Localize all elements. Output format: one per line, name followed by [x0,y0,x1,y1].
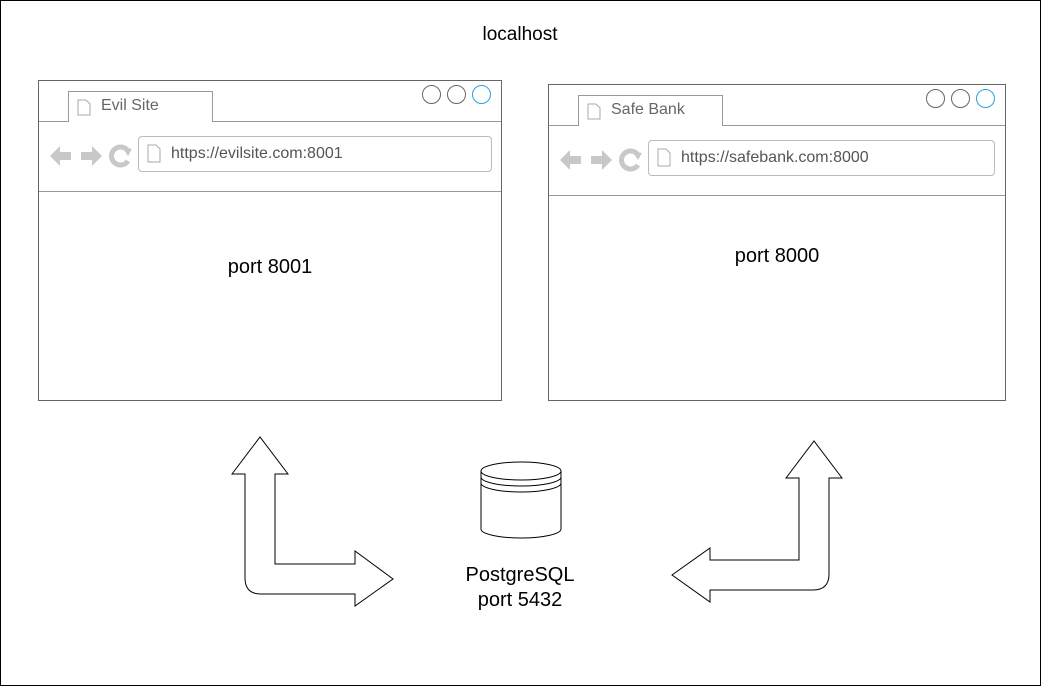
safe-bank-browser-window: Safe Bank https://safebank.com:8000 port… [548,84,1006,401]
navigation-bar: https://evilsite.com:8001 [39,122,501,192]
window-control-icon[interactable] [422,85,441,104]
tab-bar: Evil Site [39,81,501,122]
tab-title: Evil Site [101,97,159,114]
url-text: https://safebank.com:8000 [681,149,869,166]
navigation-bar: https://safebank.com:8000 [549,126,1005,196]
evil-site-port-label: port 8001 [227,256,313,278]
tab-bar: Safe Bank [549,85,1005,126]
bidirectional-arrow-icon [671,440,844,603]
navigation-icons [50,144,132,168]
database-icon [480,461,562,539]
address-bar[interactable]: https://safebank.com:8000 [648,140,995,176]
evil-site-browser-window: Evil Site https://evilsite.com:8001 port… [38,80,502,401]
page-icon [147,144,161,163]
window-controls [926,89,1002,111]
url-text: https://evilsite.com:8001 [171,145,343,162]
forward-arrow-icon [81,146,102,166]
browser-tab[interactable]: Evil Site [68,91,213,122]
forward-arrow-icon [591,150,612,170]
page-icon [587,103,601,120]
window-control-icon[interactable] [472,85,491,104]
window-control-icon[interactable] [447,85,466,104]
back-arrow-icon [560,150,581,170]
navigation-icons [560,148,642,172]
localhost-label: localhost [482,24,558,45]
window-control-icon[interactable] [926,89,945,108]
browser-tab[interactable]: Safe Bank [578,95,723,126]
page-icon [657,148,671,167]
bidirectional-arrow-icon [230,436,394,607]
database-label: PostgreSQL port 5432 [420,563,620,613]
page-icon [77,99,91,116]
window-control-icon[interactable] [951,89,970,108]
tab-title: Safe Bank [611,101,685,118]
window-control-icon[interactable] [976,89,995,108]
database-port: port 5432 [477,589,563,611]
back-arrow-icon [50,146,71,166]
safe-bank-port-label: port 8000 [734,245,820,267]
address-bar[interactable]: https://evilsite.com:8001 [138,136,492,172]
window-controls [422,85,498,107]
database-name: PostgreSQL [465,564,575,586]
